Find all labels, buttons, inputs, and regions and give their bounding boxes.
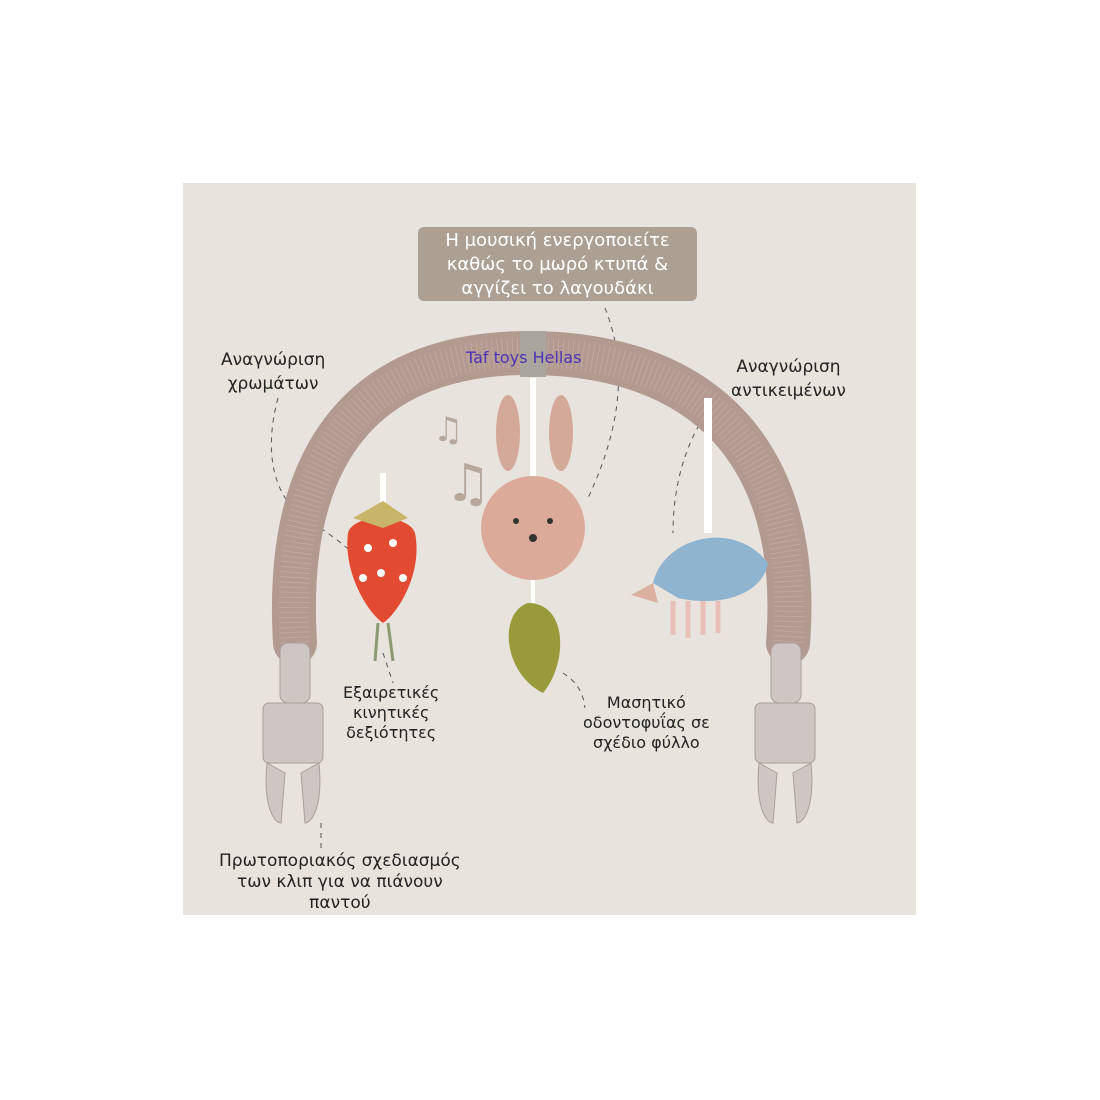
callout-text: χρωμάτων xyxy=(227,374,319,394)
music-note-icon: ♫ xyxy=(445,454,492,514)
right-clip xyxy=(754,642,816,824)
callout-text: δεξιότητες xyxy=(346,723,437,742)
callout-text: κινητικές xyxy=(352,703,430,722)
leader-line-music xyxy=(587,307,619,499)
callout-text: των κλιπ για να πιάνουν xyxy=(236,872,443,892)
callout-text: Η μουσική ενεργοποιείτε xyxy=(445,230,670,251)
left-clip xyxy=(262,642,324,824)
callout-text: Πρωτοποριακός σχεδιασμός xyxy=(219,851,461,871)
callout-text: καθώς το μωρό κτυπά & xyxy=(446,254,669,275)
callout-clip-design: Πρωτοποριακός σχεδιασμός των κλιπ για να… xyxy=(219,851,461,914)
callout-text: οδοντοφυΐας σε xyxy=(583,713,710,732)
callout-text: Μασητικό xyxy=(606,693,686,712)
callout-object-recognition: Αναγνώριση αντικειμένων xyxy=(731,355,846,403)
callout-text: Αναγνώριση xyxy=(221,350,326,370)
callout-text: σχέδιο φύλλο xyxy=(593,733,700,752)
callout-text: αντικειμένων xyxy=(731,381,846,401)
bunny-toy xyxy=(481,476,585,580)
callout-color-recognition: Αναγνώριση χρωμάτων xyxy=(221,348,325,396)
callout-text: Εξαιρετικές xyxy=(343,683,440,702)
brand-watermark: Taf toys Hellas xyxy=(466,348,582,367)
leaf-teether xyxy=(508,603,561,693)
arch-toy-illustration: ♫ ♫ xyxy=(262,307,816,848)
music-note-icon: ♫ xyxy=(433,410,463,450)
arch-strap xyxy=(520,331,546,377)
hedgehog-toy xyxy=(653,537,768,602)
leader-line-objects xyxy=(672,392,724,534)
callout-text: αγγίζει το λαγουδάκι xyxy=(461,278,654,299)
callout-text: Αναγνώριση xyxy=(736,357,841,377)
callout-leaf-teether: Μασητικό οδοντοφυΐας σε σχέδιο φύλλο xyxy=(583,693,710,753)
leader-line-teether xyxy=(562,672,586,709)
music-callout-bubble: Η μουσική ενεργοποιείτε καθώς το μωρό κτ… xyxy=(418,227,697,301)
callout-motor-skills: Εξαιρετικές κινητικές δεξιότητες xyxy=(343,683,439,743)
product-infographic: ♫ ♫ Η μουσική ενεργοποιείτε καθώς το μωρ… xyxy=(183,183,916,915)
callout-text: παντού xyxy=(309,893,371,913)
